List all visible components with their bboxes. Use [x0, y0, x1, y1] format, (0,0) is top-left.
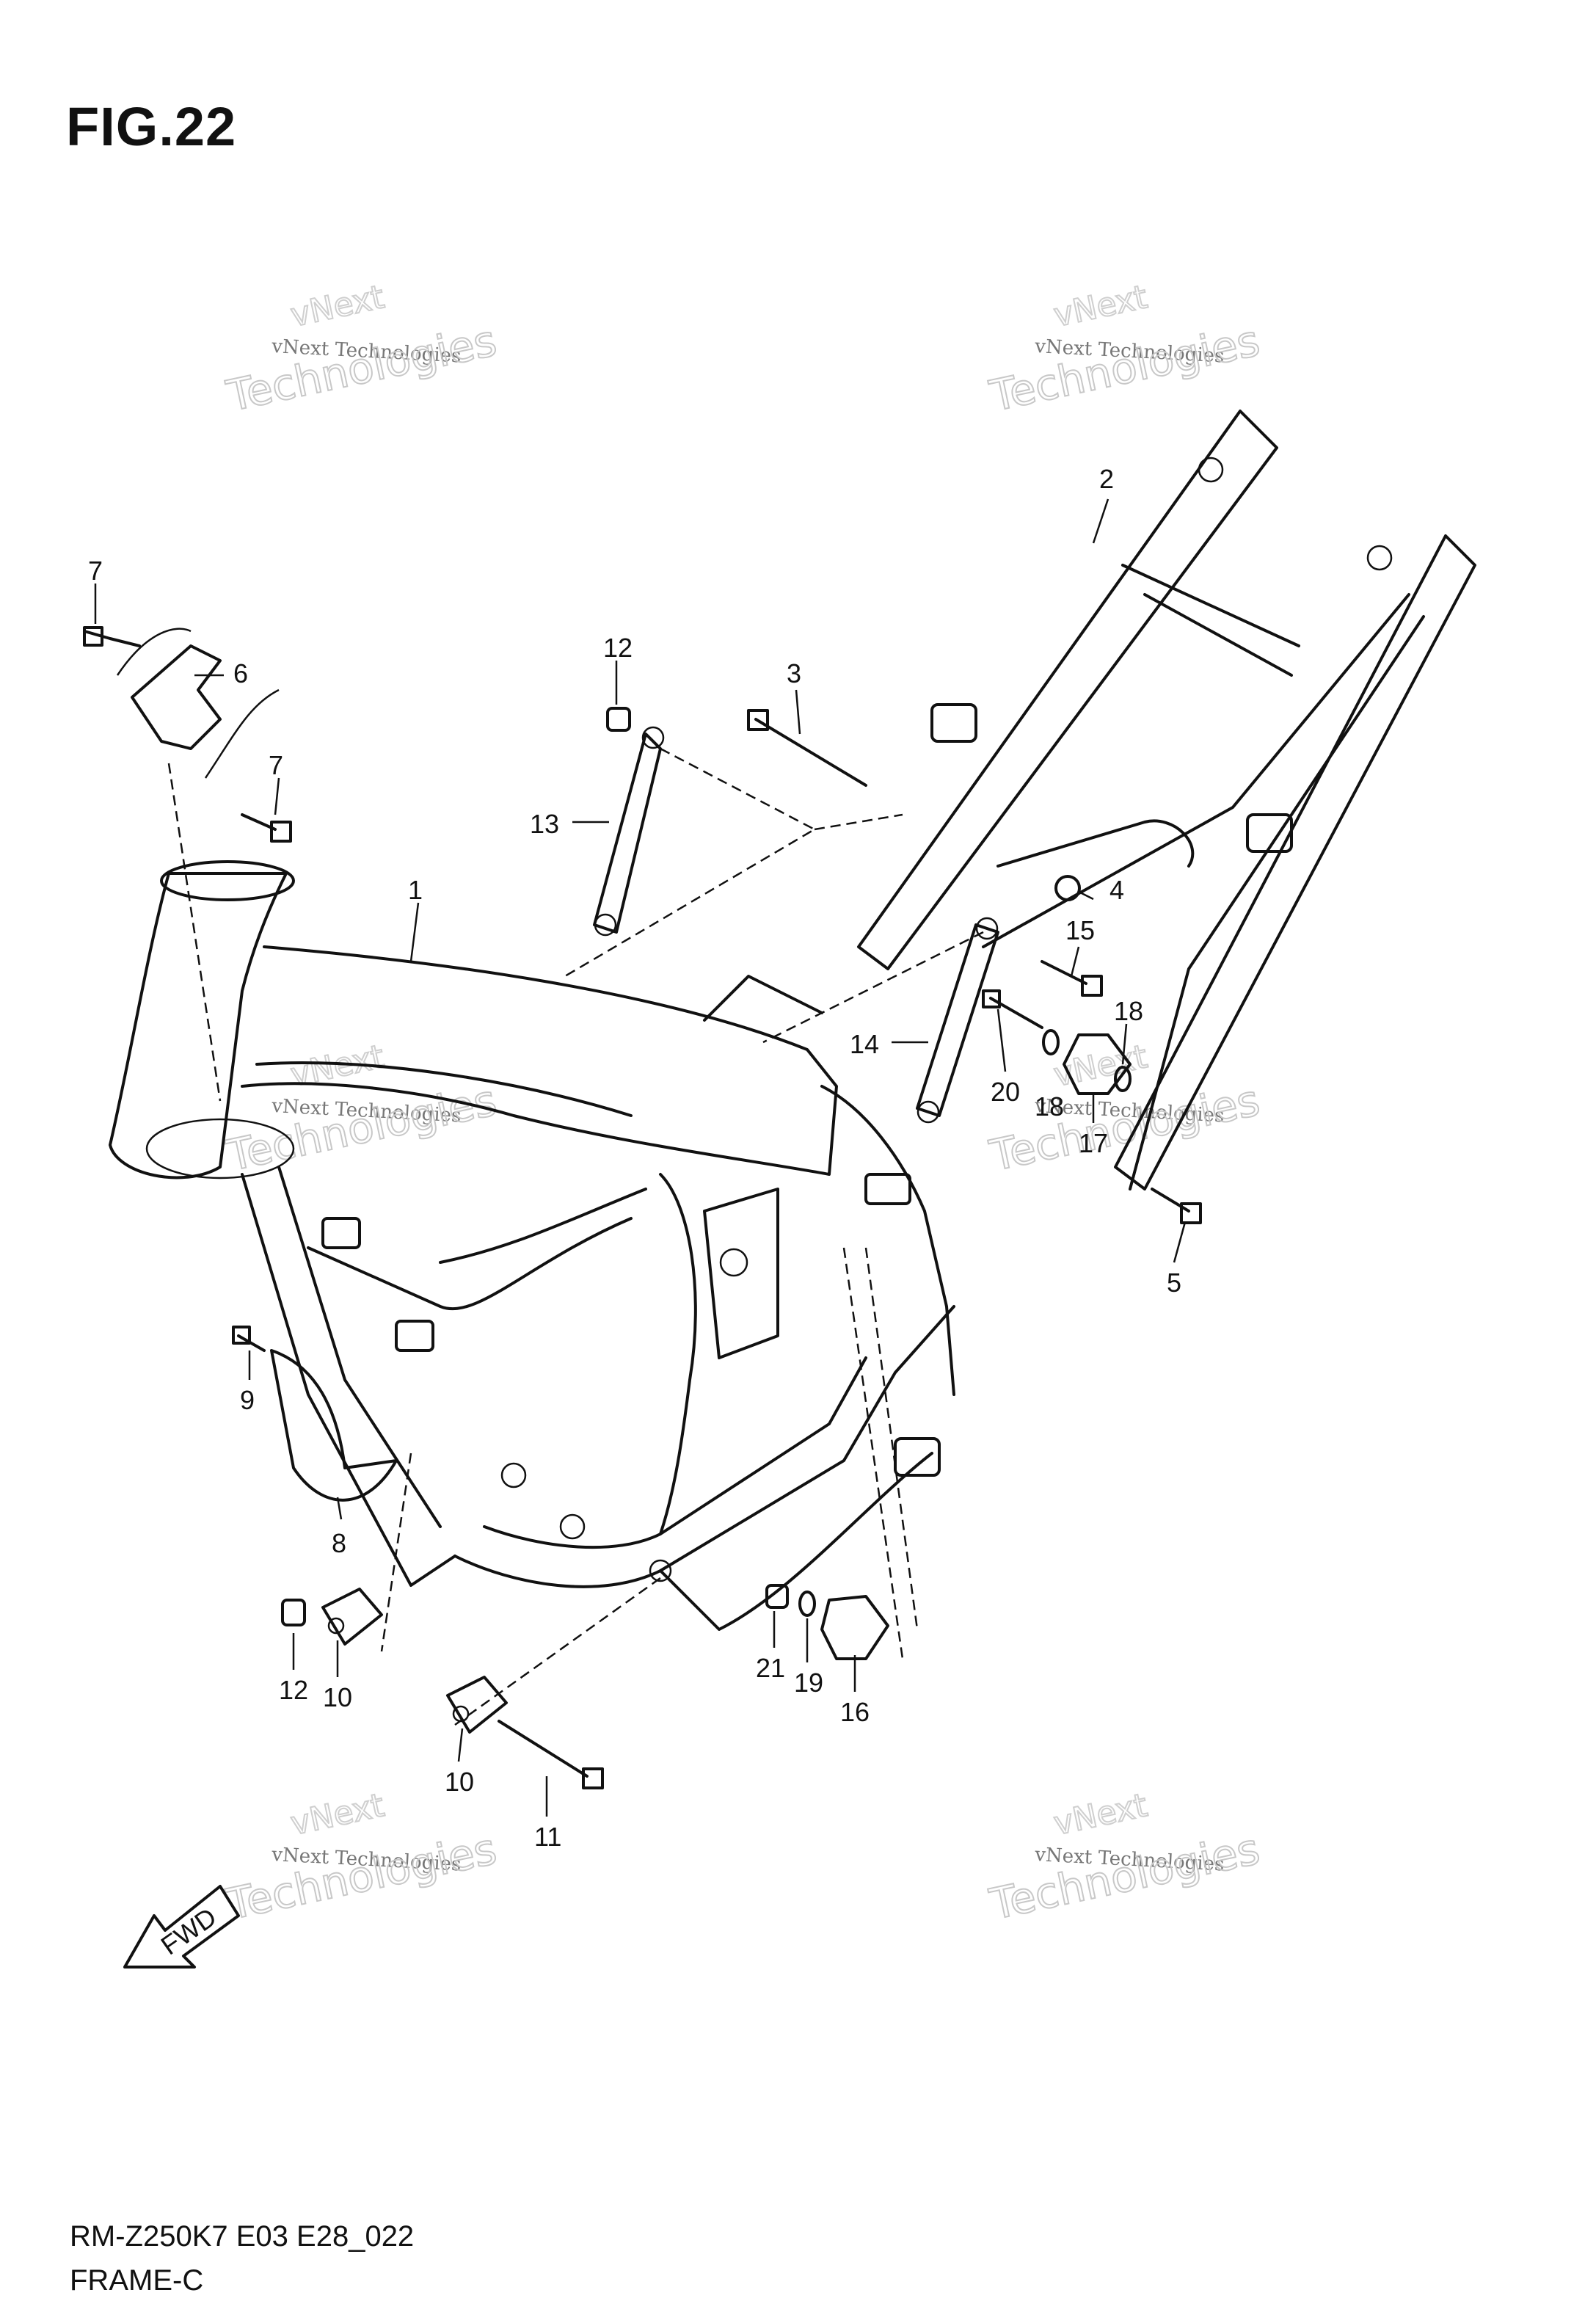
- main-frame: [109, 860, 955, 1631]
- bolt-5: [1151, 1188, 1202, 1224]
- watermark-bottom-right: vNext vNext Technologies Technologies: [985, 1786, 1265, 1930]
- svg-text:vNext: vNext: [288, 278, 387, 335]
- svg-text:vNext: vNext: [1051, 278, 1151, 335]
- assembly-lines: [167, 747, 984, 1726]
- callout-18-upper: 18: [1114, 996, 1143, 1026]
- svg-text:Technologies: Technologies: [985, 1824, 1264, 1930]
- callout-21: 21: [756, 1653, 785, 1683]
- bolt-3: [747, 709, 867, 787]
- callout-3: 3: [787, 658, 801, 688]
- nut-12-lower: [281, 1599, 306, 1626]
- callout-17: 17: [1079, 1128, 1108, 1158]
- bolt-7-lower: [241, 813, 292, 843]
- svg-text:Technologies: Technologies: [222, 1824, 501, 1930]
- nut-21: [765, 1584, 789, 1609]
- leader-lines: [94, 498, 1187, 1817]
- callout-11: 11: [534, 1822, 561, 1852]
- bushing-17: [1063, 1033, 1132, 1095]
- callout-13: 13: [530, 809, 559, 839]
- engine-mount-arm-13: [593, 726, 665, 937]
- svg-text:vNext: vNext: [288, 1786, 387, 1843]
- washer-19: [798, 1591, 816, 1617]
- washer-18-a: [1042, 1029, 1060, 1055]
- engine-mount-arm-14: [916, 917, 999, 1124]
- bracket-10-upper: [321, 1588, 383, 1646]
- callout-19: 19: [794, 1668, 823, 1698]
- watermark-top-left: vNext vNext Technologies Technologies: [222, 277, 502, 422]
- bolt-11: [498, 1720, 604, 1789]
- watermark-mid-left: vNext vNext Technologies Technologies: [222, 1037, 502, 1182]
- washer-18-b: [1114, 1066, 1132, 1092]
- callout-labels: 1 2 3 4 5 6 7 7 8 9 10 10 11 12 12 13 14…: [88, 464, 1181, 1852]
- svg-text:Technologies: Technologies: [222, 1075, 501, 1181]
- svg-text:Technologies: Technologies: [222, 316, 501, 421]
- section-name: FRAME-C: [70, 2264, 204, 2297]
- bolt-7-top: [83, 626, 141, 647]
- cable-guide-bracket: [116, 628, 280, 779]
- rear-subframe: [857, 410, 1476, 1190]
- callout-6: 6: [233, 658, 248, 688]
- svg-text:Technologies: Technologies: [985, 316, 1264, 421]
- model-code: RM-Z250K7 E03 E28_022: [70, 2220, 415, 2253]
- callout-12-lower: 12: [279, 1675, 308, 1705]
- callout-12-top: 12: [603, 633, 633, 663]
- callout-10-upper: 10: [323, 1682, 352, 1712]
- nut-4: [1054, 875, 1081, 901]
- svg-text:vNext: vNext: [1051, 1786, 1151, 1843]
- callout-15: 15: [1065, 915, 1095, 945]
- fwd-arrow-icon: FWD: [123, 1885, 240, 1969]
- callout-4: 4: [1109, 875, 1124, 905]
- callout-8: 8: [332, 1528, 346, 1558]
- callout-9: 9: [240, 1385, 255, 1415]
- callout-7-top: 7: [88, 556, 103, 586]
- frame-guard-8: [270, 1349, 398, 1502]
- bolt-15: [1041, 960, 1103, 997]
- callout-1: 1: [408, 875, 423, 905]
- callout-16: 16: [840, 1697, 870, 1727]
- callout-5: 5: [1167, 1268, 1181, 1298]
- callout-20: 20: [991, 1077, 1020, 1107]
- callout-2: 2: [1099, 464, 1114, 494]
- callout-7-lower: 7: [269, 750, 283, 780]
- bushing-16: [820, 1595, 889, 1660]
- callout-14: 14: [850, 1029, 879, 1059]
- bolt-9: [232, 1326, 266, 1352]
- callout-10-lower: 10: [445, 1767, 474, 1797]
- bolt-20: [982, 989, 1043, 1029]
- callout-18-lower: 18: [1035, 1091, 1064, 1122]
- figure-title: FIG.22: [66, 96, 237, 157]
- watermark-bottom-left: vNext vNext Technologies Technologies: [222, 1786, 502, 1930]
- watermark-top-right: vNext vNext Technologies Technologies: [985, 277, 1265, 422]
- nut-12-top: [606, 707, 631, 732]
